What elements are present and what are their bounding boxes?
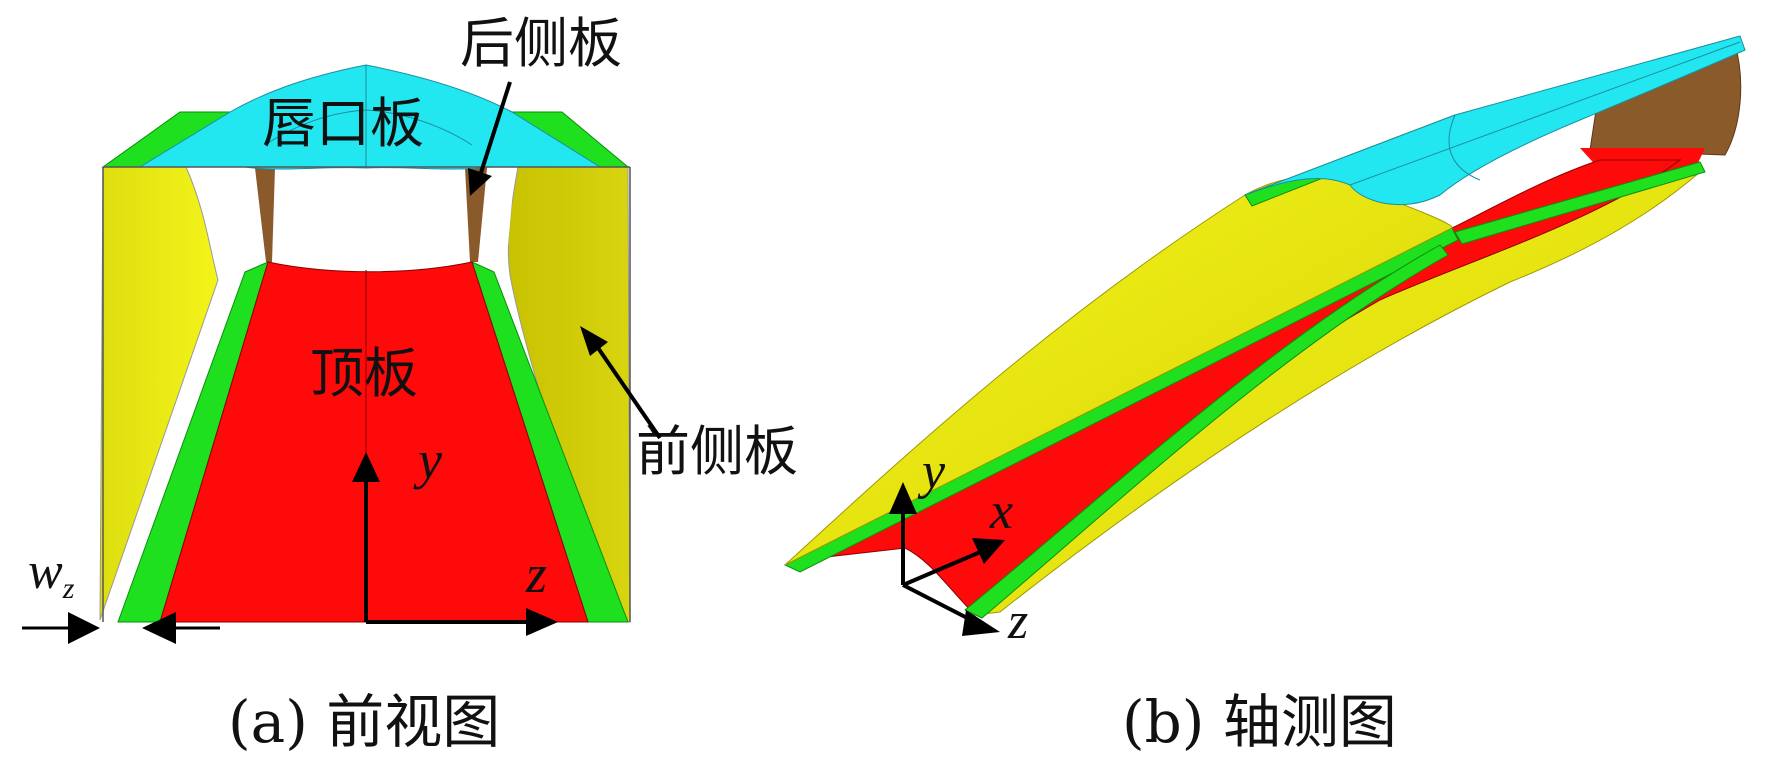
- arrowhead-front-side-plate: [580, 326, 608, 356]
- iso-axis-y-arrowhead: [889, 482, 917, 514]
- iso-axis-x-label: x: [989, 483, 1013, 540]
- iso-edge-strip-lower: [964, 244, 1449, 619]
- iso-axis-z-line: [902, 583, 976, 624]
- label-lip-plate: 唇口板: [262, 92, 424, 155]
- label-roof-plate: 顶板: [310, 342, 418, 405]
- iso-axis-z-arrowhead: [962, 610, 1000, 636]
- axis-y-label: y: [413, 430, 442, 490]
- front-window-opening: [205, 167, 515, 280]
- iso-axis-y-label: y: [917, 443, 946, 500]
- iso-lip-line: [1349, 41, 1741, 186]
- label-front-side-plate: 前侧板: [636, 420, 798, 483]
- dim-wz-arrowhead-right: [142, 612, 176, 644]
- arrow-front-side-plate: [594, 343, 662, 440]
- front-lip-plate: [138, 64, 602, 170]
- iso-edge-strip-back: [1454, 161, 1706, 245]
- axis-y-arrowhead: [352, 452, 380, 482]
- label-rear-side-plate: 后侧板: [460, 12, 622, 75]
- dim-wz-label: wz: [28, 543, 75, 605]
- caption-front-view: (a) 前视图: [228, 688, 500, 756]
- iso-lip-curve: [1448, 114, 1481, 181]
- isometric-view-panel: y x z (b) 轴测图: [783, 35, 1746, 756]
- iso-axis-x-arrowhead: [972, 538, 1005, 564]
- arrowhead-rear-side-plate: [468, 168, 492, 196]
- front-roof-plate: [159, 261, 589, 623]
- axis-z-arrowhead: [526, 608, 558, 636]
- iso-axis-z-label: z: [1007, 593, 1028, 650]
- axis-z-label: z: [525, 544, 547, 604]
- front-rear-plate-left: [255, 168, 275, 262]
- iso-axis-x-line: [902, 548, 986, 587]
- dim-wz-arrowhead-left: [68, 612, 100, 644]
- arrow-rear-side-plate: [476, 81, 512, 183]
- front-lip-curve: [264, 109, 473, 146]
- iso-lip-plate: [1244, 35, 1746, 206]
- front-left-side-plate: [99, 166, 219, 621]
- caption-isometric-view: (b) 轴测图: [1122, 688, 1397, 756]
- front-view-panel: 后侧板 唇口板 顶板 前侧板 y z wz (a) 前视图: [22, 12, 798, 756]
